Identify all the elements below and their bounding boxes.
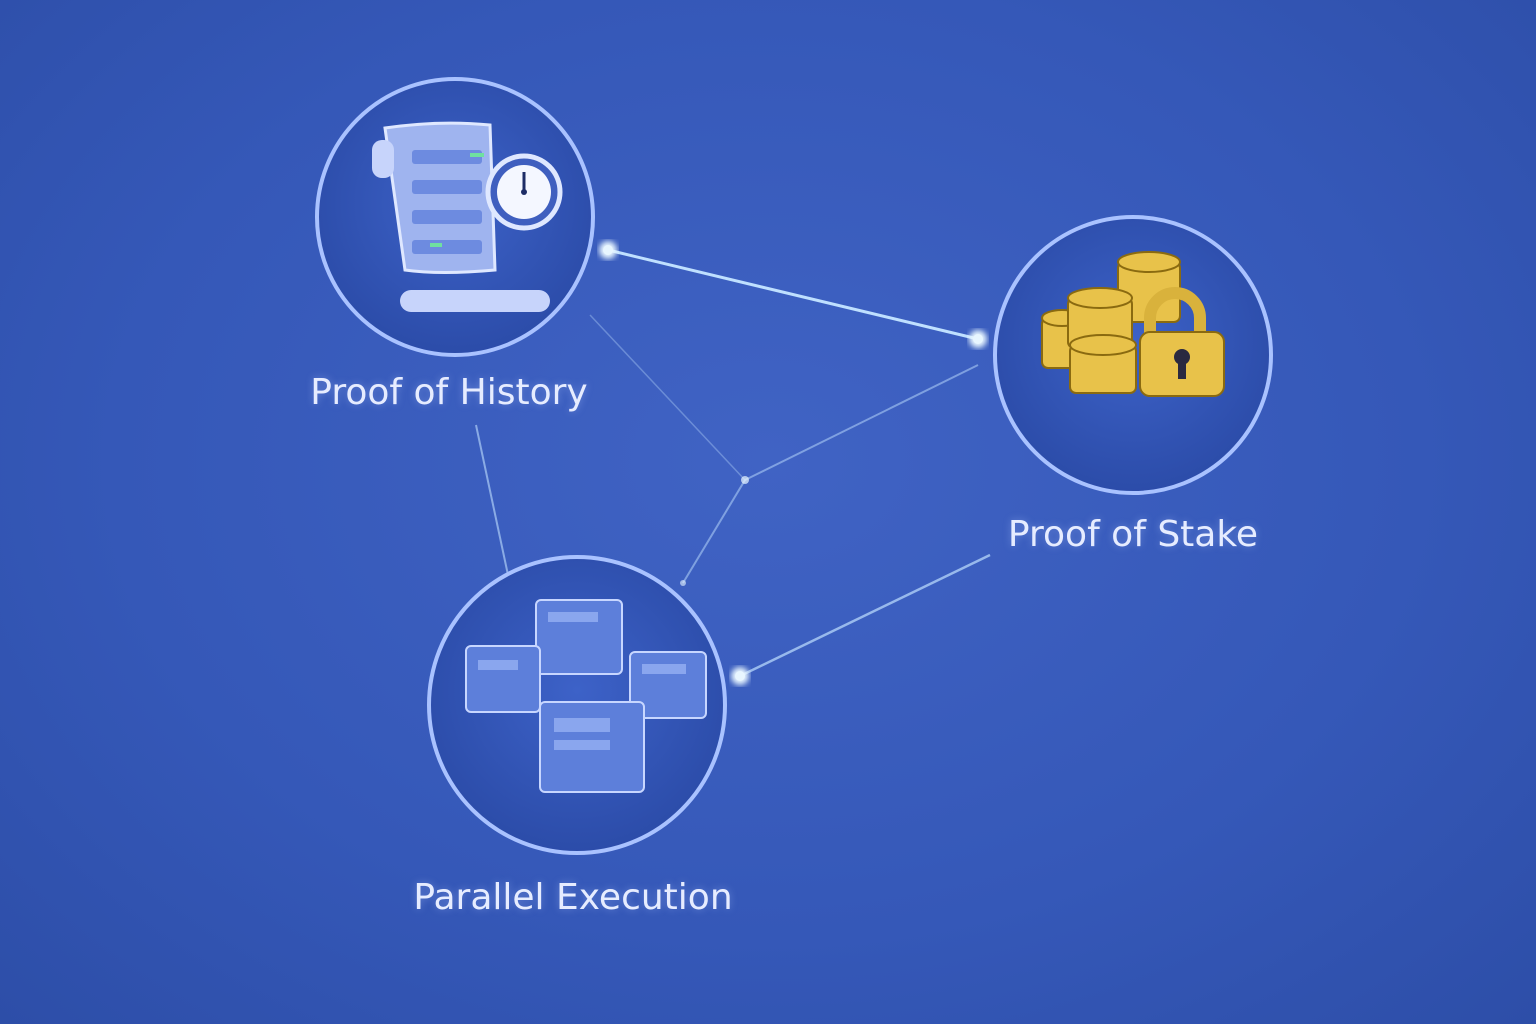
node-proof-of-stake — [993, 215, 1273, 495]
connector-history-parallel — [475, 424, 509, 576]
node-label: Proof of History — [310, 372, 588, 413]
node-label: Proof of Stake — [1007, 514, 1259, 555]
coins-icon — [1041, 251, 1181, 394]
connector-history-stake — [607, 248, 979, 341]
node-proof-of-history — [315, 77, 595, 357]
clock-icon — [485, 153, 563, 231]
node-label: Parallel Execution — [413, 877, 733, 918]
connector-stake-parallel — [739, 553, 991, 678]
connector-hub-parallel — [682, 479, 746, 584]
connectors — [475, 248, 991, 678]
connector-dots — [599, 241, 987, 685]
connector-hub-history — [589, 314, 746, 481]
padlock-icon — [1139, 287, 1225, 397]
connector-hub-stake — [744, 364, 979, 481]
servers-icon — [465, 599, 707, 793]
node-parallel-execution — [427, 555, 727, 855]
